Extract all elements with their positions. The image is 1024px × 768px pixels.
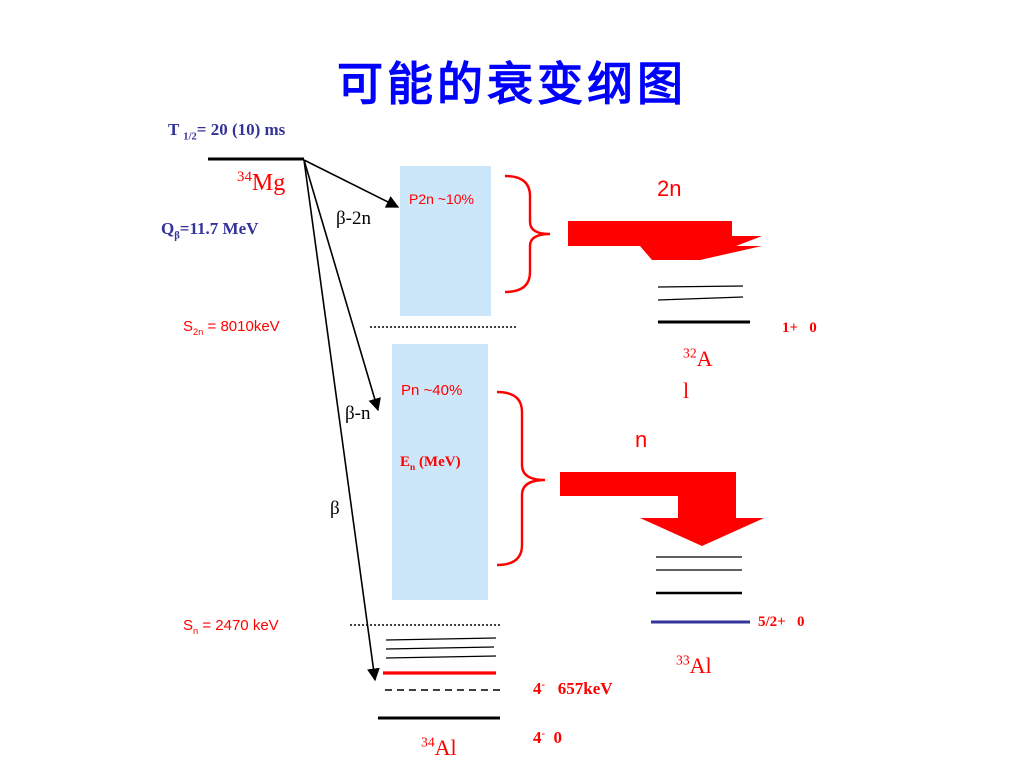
beta-n-arrow — [303, 159, 381, 412]
beta-2n-label: β-2n — [336, 208, 371, 229]
al34-ground-level-label: 4- 0 — [533, 728, 563, 747]
al32-nucleus-label-wrap: l — [683, 378, 690, 403]
n-arrow-stem — [678, 472, 736, 518]
al32-level-label: 1+ 0 — [782, 320, 817, 336]
slide-title: 可能的衰变纲图 — [337, 57, 687, 111]
al34-657-level-label: 4- 657keV — [533, 679, 613, 698]
mg34-nucleus-label: 34Mg — [237, 169, 286, 196]
beta-arrow — [303, 159, 380, 682]
al32-level-b — [657, 296, 744, 301]
two-n-arrow-head — [640, 236, 762, 260]
beta-label: β — [330, 498, 340, 519]
q-value-label: Qβ=11.7 MeV — [161, 219, 259, 242]
beta-2n-arrow — [303, 159, 400, 208]
sn-label: Sn = 2470 keV — [183, 617, 279, 636]
p2n-percent-label: P2n ~10% — [409, 191, 474, 207]
al32-nucleus-label: 32A — [683, 345, 713, 371]
two-n-arrow-label: 2n — [657, 176, 682, 201]
pn-percent-label: Pn ~40% — [401, 382, 463, 399]
al34-level-a — [385, 637, 497, 641]
pn-window-box — [392, 344, 488, 600]
s2n-label: S2n = 8010keV — [183, 318, 280, 337]
al32-level-a — [657, 285, 744, 288]
half-life-label: T 1/2= 20 (10) ms — [168, 120, 286, 143]
al34-level-b — [385, 646, 495, 650]
al33-level-label: 5/2+ 0 — [758, 614, 805, 630]
p2n-brace — [504, 174, 551, 294]
pn-brace — [496, 390, 546, 567]
p2n-window-box — [400, 166, 491, 316]
al34-level-c — [385, 655, 497, 659]
al33-nucleus-label: 33Al — [676, 652, 712, 678]
beta-n-label: β-n — [345, 403, 371, 424]
two-n-arrow-stem — [686, 221, 732, 241]
n-arrow-label: n — [635, 427, 648, 452]
en-mev-label: En (MeV) — [400, 454, 461, 473]
al34-nucleus-label: 34Al — [421, 734, 457, 760]
n-arrow-head — [640, 518, 764, 546]
